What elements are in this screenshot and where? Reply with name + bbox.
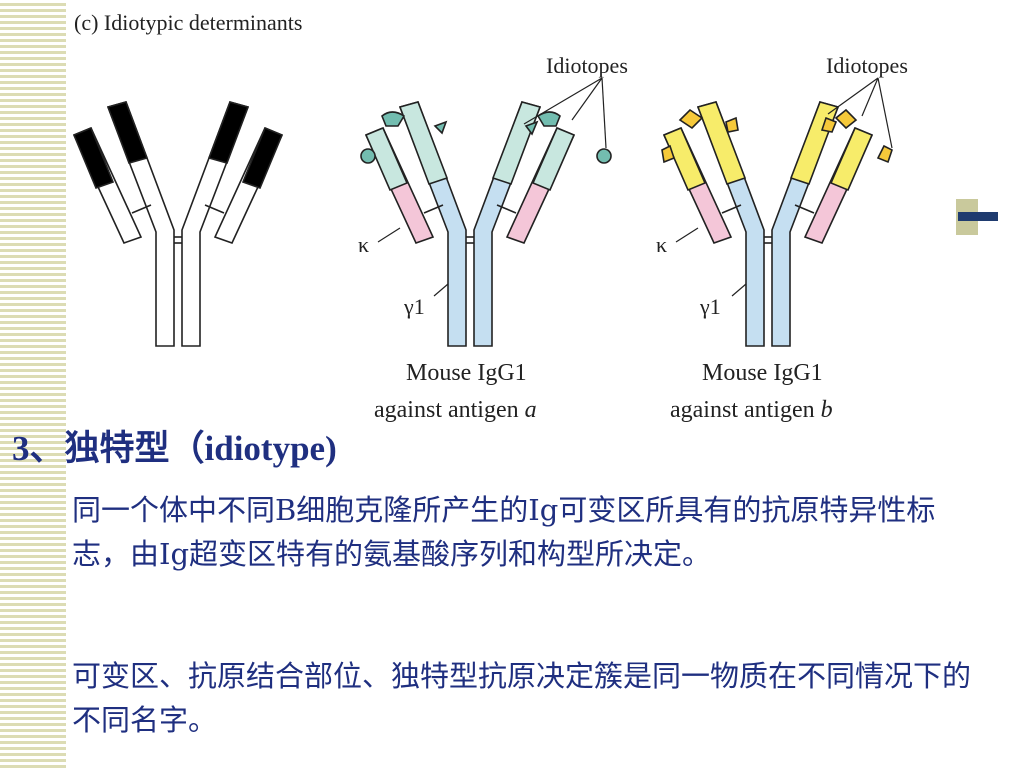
variable-region xyxy=(106,101,149,164)
disulfide-bond xyxy=(131,204,152,214)
idiotope-marker xyxy=(381,111,406,127)
disulfide-bond xyxy=(496,204,517,214)
gamma-pointer xyxy=(731,283,747,297)
idiotope-marker xyxy=(596,148,612,164)
variable-region xyxy=(531,126,576,192)
idiotopes-label-a: Idiotopes xyxy=(546,53,628,78)
antibody-b-caption-line1: Mouse IgG1 xyxy=(702,360,823,386)
variable-region xyxy=(829,126,874,192)
variable-region xyxy=(491,101,542,186)
idiotope-callout xyxy=(877,77,893,149)
variable-region xyxy=(696,101,747,186)
idiotope-marker xyxy=(834,108,858,130)
antibody-b-caption-line2: against antigen b xyxy=(670,397,833,423)
idiotope-marker xyxy=(725,116,739,133)
idiotope-marker xyxy=(661,144,675,164)
variable-region xyxy=(398,101,449,186)
idiotope-callout xyxy=(571,77,603,121)
disulfide-bond xyxy=(721,204,742,214)
decorative-dash xyxy=(958,212,998,221)
idiotope-marker xyxy=(524,120,539,136)
idiotope-callout xyxy=(827,77,879,115)
antibody-igg1-antigen-b xyxy=(661,77,893,347)
disulfide-bond xyxy=(423,204,444,214)
idiotope-marker xyxy=(360,148,376,164)
section-heading: 3、独特型（idiotype) xyxy=(12,429,337,468)
antibody-generic xyxy=(72,101,284,347)
kappa-pointer xyxy=(377,227,401,243)
variable-region xyxy=(241,126,284,190)
idiotype-figure: (c) Idiotypic determinants xyxy=(72,10,908,423)
left-stripe-decoration xyxy=(0,0,66,768)
definition-paragraph: 同一个体中不同B细胞克隆所产生的Ig可变区所具有的抗原特异性标志，由Ig超变区特… xyxy=(72,493,936,571)
kappa-pointer xyxy=(675,227,699,243)
kappa-label-b: κ xyxy=(656,232,667,257)
synonyms-paragraph: 可变区、抗原结合部位、独特型抗原决定簇是同一物质在不同情况下的不同名字。 xyxy=(72,659,972,737)
gamma1-label-a: γ1 xyxy=(403,294,425,319)
variable-region xyxy=(207,101,250,164)
idiotope-callout xyxy=(601,77,607,149)
variable-region xyxy=(789,101,840,186)
idiotope-marker xyxy=(678,108,704,130)
idiotope-callout xyxy=(861,77,879,117)
disulfide-bond xyxy=(204,204,225,214)
antibody-igg1-antigen-a xyxy=(360,77,612,347)
kappa-label-a: κ xyxy=(358,232,369,257)
disulfide-bond xyxy=(794,204,815,214)
antibody-a-caption-line1: Mouse IgG1 xyxy=(406,360,527,386)
figure-title: (c) Idiotypic determinants xyxy=(74,10,302,35)
variable-region xyxy=(662,126,707,192)
variable-region xyxy=(72,126,115,190)
gamma1-label-b: γ1 xyxy=(699,294,721,319)
variable-region xyxy=(364,126,409,192)
idiotope-marker xyxy=(820,116,838,133)
gamma-pointer xyxy=(433,283,449,297)
idiotope-marker xyxy=(876,144,893,164)
antibody-a-caption-line2: against antigen a xyxy=(374,397,537,423)
idiotopes-label-b: Idiotopes xyxy=(826,53,908,78)
idiotope-marker xyxy=(433,120,448,135)
idiotope-callout xyxy=(523,77,603,125)
